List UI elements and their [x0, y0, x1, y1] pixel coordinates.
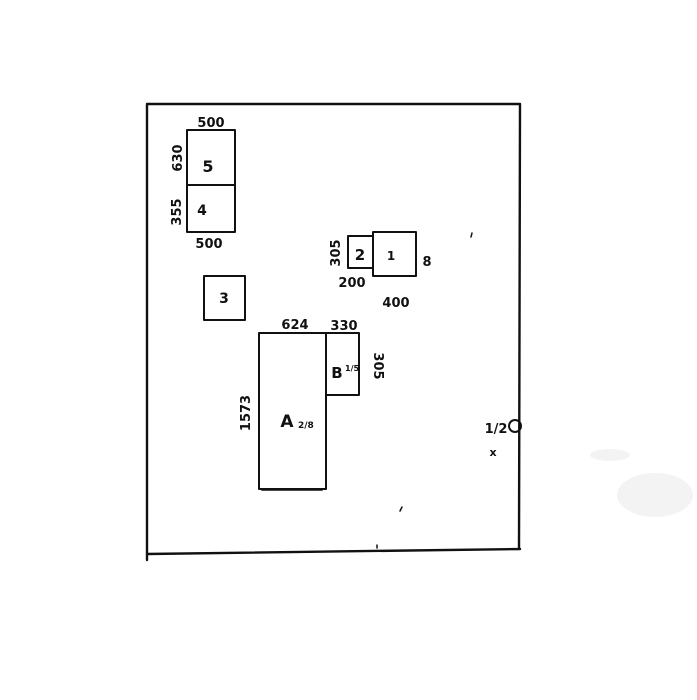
block-2-width-dim: 200 [338, 276, 365, 291]
block-b-label: B [331, 364, 342, 382]
side-note-fraction: 1/2 [485, 422, 508, 437]
block-a-height-dim: 1573 [239, 395, 254, 431]
smudge [590, 449, 630, 461]
block-a-width-dim: 624 [281, 318, 308, 333]
block-1 [372, 231, 417, 277]
block-4-height-dim: 355 [170, 198, 185, 225]
block-2-label: 2 [355, 246, 365, 264]
block-1-width-dim: 400 [382, 296, 409, 311]
block-a-label: A [280, 412, 294, 432]
block-1-height-dim: 8 [422, 255, 431, 270]
block-3 [203, 275, 246, 321]
stray-mark [470, 232, 473, 238]
stray-mark [399, 506, 403, 512]
block-1-label: 1 [387, 249, 395, 263]
block-5-label: 5 [202, 157, 213, 176]
block-b-height-dim: 305 [370, 352, 385, 379]
block-b-fraction: 1/5 [345, 364, 359, 373]
block-4 [186, 184, 236, 233]
side-note-circle [508, 419, 522, 433]
site-boundary [145, 102, 522, 562]
block-4-width-dim: 500 [195, 237, 222, 252]
block-a [258, 332, 327, 490]
block-5-width-dim: 500 [197, 116, 224, 131]
block-4-label: 4 [197, 203, 207, 219]
block-3-label: 3 [219, 291, 229, 307]
block-b-width-dim: 330 [330, 319, 357, 334]
block-5-height-dim: 630 [171, 144, 186, 171]
smudge [617, 473, 693, 517]
side-note-mark: x [489, 446, 496, 459]
block-a-fraction: 2/8 [298, 421, 314, 431]
block-b [325, 332, 360, 396]
block-2-height-dim: 305 [329, 239, 344, 266]
